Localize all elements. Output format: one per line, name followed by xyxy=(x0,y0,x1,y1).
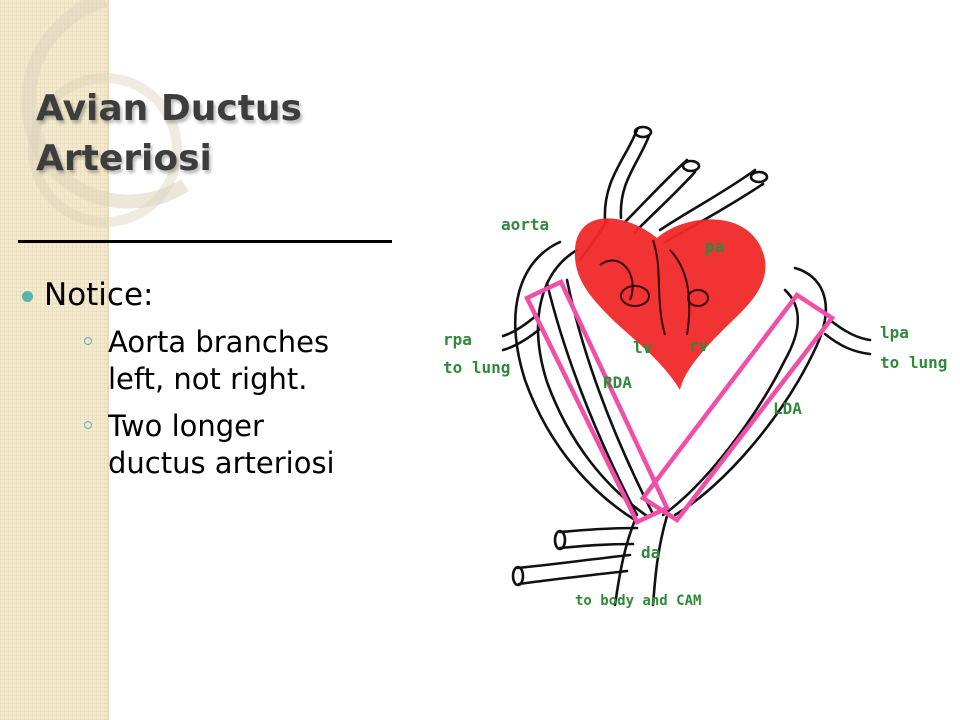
left-ductus-vessel-inner xyxy=(661,288,800,517)
head-branch-mid xyxy=(623,158,689,224)
heart-line xyxy=(669,249,691,336)
label-lda: LDA xyxy=(773,399,802,418)
sub-bullet-list: Aorta branches left, not right. Two long… xyxy=(44,324,370,482)
head-branch-left xyxy=(603,128,639,222)
label-to-body-and-cam: to body and CAM xyxy=(575,593,701,609)
branch-artery-lower-end xyxy=(511,565,525,587)
decorative-swirl xyxy=(21,0,189,227)
rpa-vessel-inner xyxy=(501,326,543,352)
sub-bullet-ring-icon xyxy=(84,421,92,429)
avian-heart-diagram: aorta pa rpa to lung lpa to lung lv rv R… xyxy=(443,125,947,609)
head-branch-left-end xyxy=(633,125,653,139)
lpa-vessel xyxy=(828,318,872,342)
label-aorta: aorta xyxy=(501,215,549,234)
heart-valve xyxy=(687,289,709,307)
title-divider xyxy=(18,240,392,243)
bullet-notice: Notice: Aorta branches left, not right. … xyxy=(20,274,370,482)
head-branch-mid-inner xyxy=(633,170,697,234)
slide-title-line-1: Avian Ductus xyxy=(36,88,302,129)
sub-bullet-text: Aorta branches left, not right. xyxy=(108,325,330,396)
sub-bullet-ductus: Two longer ductus arteriosi xyxy=(44,408,370,482)
label-rpa-to-lung: to lung xyxy=(443,358,510,377)
bullet-text: Notice: xyxy=(44,277,154,313)
head-branch-mid-end xyxy=(681,159,701,173)
slide-title-line-2: Arteriosi xyxy=(36,138,212,179)
right-aortic-arch xyxy=(514,240,637,522)
branch-artery-lower-inner xyxy=(517,569,629,586)
rpa-vessel xyxy=(501,313,539,338)
head-branch-left-inner xyxy=(619,134,651,220)
label-rpa: rpa xyxy=(443,330,472,349)
heart-line xyxy=(599,259,634,301)
left-ductus-vessel xyxy=(673,266,827,517)
heart-internal-lines xyxy=(599,239,709,336)
lpa-vessel-inner xyxy=(823,332,872,356)
slide-title: Avian Ductus Arteriosi xyxy=(36,84,366,184)
label-pa: pa xyxy=(705,237,724,256)
head-branch-right xyxy=(658,168,757,232)
right-ductus-vessel xyxy=(545,281,639,517)
label-rda: RDA xyxy=(603,373,632,392)
heart-line xyxy=(652,239,666,336)
branch-artery-upper xyxy=(558,526,639,534)
sub-bullet-text: Two longer ductus arteriosi xyxy=(108,409,335,480)
rda-highlight-box xyxy=(523,279,670,525)
head-branch-right-end xyxy=(749,170,769,184)
heart-shape xyxy=(574,218,766,390)
heart-valve xyxy=(620,285,650,307)
sub-bullet-aorta: Aorta branches left, not right. xyxy=(44,324,370,398)
descending-aorta-right xyxy=(651,514,669,607)
label-lpa: lpa xyxy=(880,323,909,342)
bullet-dot-icon xyxy=(22,291,33,302)
right-aortic-arch-inner xyxy=(536,248,649,518)
sub-bullet-ring-icon xyxy=(84,337,92,345)
branch-artery-upper-inner xyxy=(558,542,635,550)
lda-highlight-box xyxy=(639,291,836,524)
label-lv: lv xyxy=(633,338,653,357)
label-rv: rv xyxy=(689,336,709,355)
decorative-side-band xyxy=(0,0,109,720)
branch-artery-lower xyxy=(515,553,632,570)
label-lpa-to-lung: to lung xyxy=(880,353,947,372)
branch-artery-upper-end xyxy=(553,529,567,551)
bullet-list: Notice: Aorta branches left, not right. … xyxy=(20,274,370,492)
label-da: da xyxy=(641,543,660,562)
